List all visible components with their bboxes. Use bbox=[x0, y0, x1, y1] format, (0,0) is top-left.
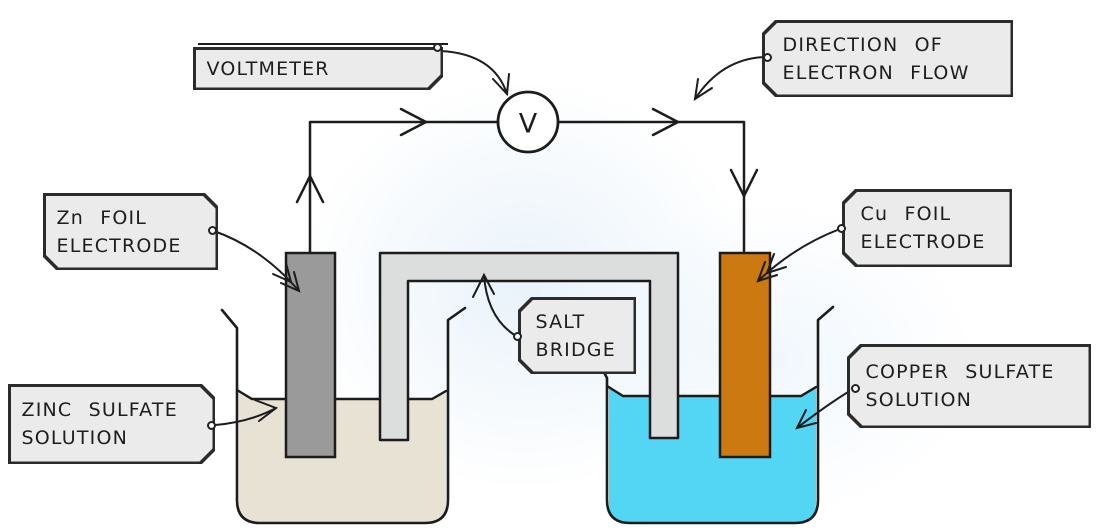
voltmeter-arrowhead bbox=[492, 73, 510, 97]
copper-electrode-label-line2: ELECTRODE bbox=[860, 231, 986, 253]
copper-solution-arrowhead bbox=[795, 409, 817, 430]
zinc-electrode-label-line2: ELECTRODE bbox=[56, 234, 182, 257]
wire-right bbox=[558, 120, 746, 253]
left-beaker bbox=[220, 306, 467, 525]
electron-flow-label: DIRECTION OF ELECTRON FLOW bbox=[762, 20, 1013, 97]
copper-electrode-label-line1: Cu FOIL bbox=[860, 203, 952, 225]
zinc-solution-arrow bbox=[214, 407, 277, 426]
copper-sulfate-solution bbox=[609, 387, 816, 522]
zinc-electrode-label-line1: Zn FOIL bbox=[56, 206, 148, 229]
copper-solution-label: COPPER SULFATE SOLUTION bbox=[847, 344, 1091, 428]
copper-electrode-label: Cu FOIL ELECTRODE bbox=[842, 189, 1012, 267]
voltmeter-arrow bbox=[440, 50, 508, 95]
electron-flow-label-line2: ELECTRON FLOW bbox=[782, 61, 970, 84]
zinc-solution-arrowhead bbox=[254, 399, 279, 422]
zinc-solution-label-box: ZINC SULFATE SOLUTION bbox=[11, 387, 213, 462]
copper-electrode-label-connector bbox=[837, 224, 846, 233]
copper-solution-label-line2: SOLUTION bbox=[865, 389, 973, 411]
electron-flow-label-connector bbox=[763, 53, 772, 62]
salt-bridge-label-line2: BRIDGE bbox=[535, 338, 616, 361]
voltmeter-label: VOLTMETER bbox=[193, 47, 443, 90]
zinc-electrode-label-connector bbox=[208, 226, 217, 235]
copper-solution-label-box: COPPER SULFATE SOLUTION bbox=[850, 347, 1089, 426]
right-beaker bbox=[598, 305, 835, 525]
zinc-electrode-label: Zn FOIL ELECTRODE bbox=[43, 193, 218, 270]
zinc-solution-label-connector bbox=[207, 421, 216, 430]
copper-solution-label-connector bbox=[851, 384, 860, 393]
salt-bridge-label-box: SALT BRIDGE bbox=[521, 300, 634, 372]
voltmeter-label-text: VOLTMETER bbox=[206, 57, 330, 80]
cu-label-arrowhead-2 bbox=[765, 253, 787, 275]
cu-label-arrow bbox=[757, 228, 841, 282]
wire-left bbox=[308, 120, 498, 253]
copper-solution-label-line1: COPPER SULFATE bbox=[865, 361, 1055, 383]
voltmeter-label-box: VOLTMETER bbox=[196, 50, 441, 88]
salt-bridge-label-connector bbox=[513, 332, 522, 341]
zinc-solution-label-line1: ZINC SULFATE bbox=[21, 399, 178, 421]
copper-electrode bbox=[718, 251, 772, 459]
voltmeter-symbol: V bbox=[519, 109, 538, 140]
zinc-solution-label-line2: SOLUTION bbox=[21, 427, 129, 449]
copper-solution-surface bbox=[605, 384, 818, 398]
voltmeter-label-connector bbox=[433, 43, 442, 52]
salt-bridge-label: SALT BRIDGE bbox=[518, 297, 636, 374]
zinc-solution-label: ZINC SULFATE SOLUTION bbox=[8, 384, 215, 464]
copper-electrode-label-box: Cu FOIL ELECTRODE bbox=[845, 192, 1010, 265]
electron-flow-label-line1: DIRECTION OF bbox=[782, 33, 943, 56]
zinc-solution-surface bbox=[235, 388, 448, 401]
salt-bridge-label-line1: SALT bbox=[535, 310, 586, 333]
electron-flow-label-box: DIRECTION OF ELECTRON FLOW bbox=[765, 23, 1011, 95]
zinc-electrode-label-box: Zn FOIL ELECTRODE bbox=[46, 196, 216, 268]
